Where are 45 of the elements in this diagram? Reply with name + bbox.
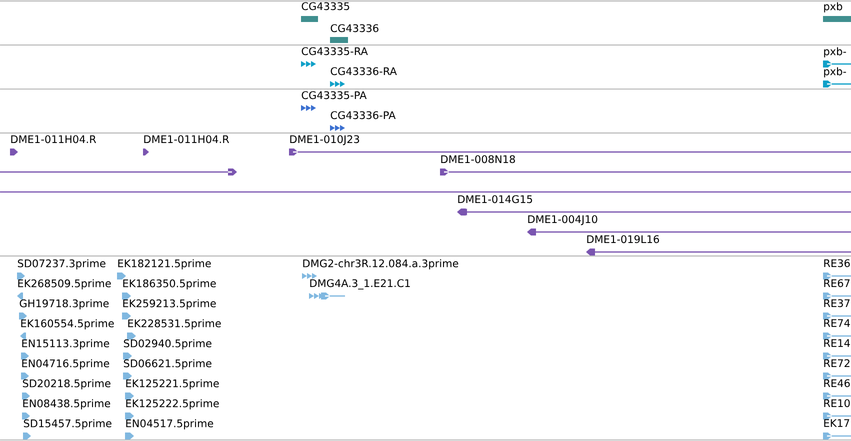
feature-label: DME1-011H04.R bbox=[11, 135, 96, 144]
feature-label: DME1-014G15 bbox=[458, 195, 532, 204]
feature-label: CG43336 bbox=[330, 24, 378, 32]
feature-label: EK125222.5prime bbox=[126, 399, 219, 410]
feature-label: GH19718.3prime bbox=[20, 299, 109, 310]
feature-label: EK268509.5prime bbox=[18, 279, 111, 290]
feature-label: EK125221.5prime bbox=[126, 379, 219, 390]
feature-label: RE36 bbox=[824, 259, 850, 268]
feature-label: EN15113.3prime bbox=[22, 339, 110, 350]
feature-label: EK186350.5prime bbox=[123, 279, 216, 290]
feature-label: SD06621.5prime bbox=[124, 359, 212, 370]
feature-label: EN04716.5prime bbox=[22, 359, 110, 370]
feature-label: RE14 bbox=[824, 339, 850, 347]
feature-label: DMG2-chr3R.12.084.a.3prime bbox=[303, 259, 458, 270]
feature-label: SD02940.5prime bbox=[124, 339, 212, 350]
feature-label: CG43336-RA bbox=[330, 67, 397, 76]
feature-label: RE10 bbox=[824, 399, 850, 408]
feature-label: pxb bbox=[824, 2, 842, 12]
feature-label: CG43335-PA bbox=[302, 91, 367, 100]
feature-label: EK17 bbox=[824, 419, 850, 427]
feature-label: RE67 bbox=[824, 279, 850, 288]
feature-label: DMG4A.3_1.E21.C1 bbox=[310, 279, 410, 290]
feature-label: pxb- bbox=[824, 67, 846, 78]
feature-label: EN04517.5prime bbox=[126, 419, 214, 430]
feature-label: EK160554.5prime bbox=[21, 319, 114, 330]
feature-label: SD07237.3prime bbox=[18, 259, 106, 270]
feature-label: RE46 bbox=[824, 379, 850, 388]
feature-label: DME1-008N18 bbox=[441, 155, 515, 164]
feature-label: RE74 bbox=[824, 319, 850, 327]
feature-label: DME1-019L16 bbox=[587, 235, 660, 244]
feature-label: SD20218.5prime bbox=[22, 379, 110, 390]
feature-label: RE72 bbox=[824, 359, 850, 367]
feature-label: DME1-004J10 bbox=[528, 215, 598, 226]
feature-label: CG43336-PA bbox=[330, 111, 396, 120]
feature-label: DME1-011H04.R bbox=[144, 135, 230, 144]
feature-label: EK182121.5prime bbox=[118, 259, 211, 270]
feature-label: CG43335 bbox=[302, 2, 350, 10]
feature-label: CG43335-RA bbox=[302, 47, 368, 56]
feature-label: pxb- bbox=[824, 47, 846, 58]
feature-label: EK259213.5prime bbox=[123, 299, 216, 310]
feature-label: EK228531.5prime bbox=[128, 319, 221, 330]
feature-label: RE37 bbox=[824, 299, 850, 308]
feature-label: DME1-010J23 bbox=[290, 135, 360, 146]
feature-label: EN08438.5prime bbox=[23, 399, 110, 410]
feature-label: SD15457.5prime bbox=[24, 419, 112, 430]
